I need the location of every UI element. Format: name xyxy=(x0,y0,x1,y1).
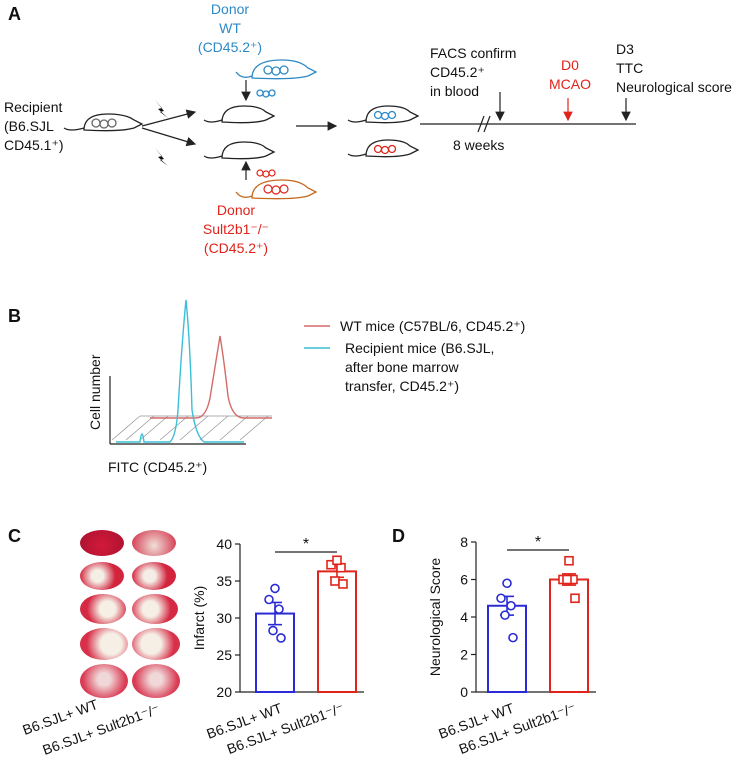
chart-c-point-1-3 xyxy=(338,579,348,589)
facs-line-3: in blood xyxy=(430,83,480,99)
panel-c-label: C xyxy=(8,526,21,546)
chart-c-ytick-label-1: 25 xyxy=(216,647,232,663)
brain-slice-wt-3 xyxy=(80,594,126,624)
facs-line-1: FACS confirm xyxy=(430,45,517,61)
chart-d-point-0-1 xyxy=(506,600,516,611)
lightning-icon-bottom xyxy=(155,148,168,166)
chart-c-point-0-4 xyxy=(270,583,280,594)
panel-a-label: A xyxy=(8,4,21,24)
brain-slice-ko-5 xyxy=(132,664,180,698)
brain-slice-wt-2 xyxy=(80,562,124,590)
recipient-label: Recipient (B6.SJL CD45.1⁺) xyxy=(4,98,64,155)
wt-histogram-curve xyxy=(150,335,272,419)
brain-slice-wt-4 xyxy=(80,628,128,660)
brain-slice-ko-3 xyxy=(132,594,178,624)
brain-slice-ko-2 xyxy=(132,562,176,590)
weeks-label: 8 weeks xyxy=(453,137,505,153)
chart-c-y-label: Infarct (%) xyxy=(191,586,207,651)
d3-line-3: Neurological score xyxy=(616,79,732,95)
chart-d-ytick-label-0: 0 xyxy=(460,684,468,700)
facs-label: FACS confirm CD45.2⁺ in blood xyxy=(430,44,516,101)
irradiated-mouse-top-icon xyxy=(203,105,276,124)
donor-ko-mouse-icon xyxy=(235,179,318,200)
brain-slice-ko-1 xyxy=(132,530,176,556)
chart-d-y-label: Neurological Score xyxy=(427,558,443,676)
donor-wt-label: Donor WT (CD45.2⁺) xyxy=(180,0,280,57)
lightning-icon-top xyxy=(155,100,168,118)
chart-c-ytick-label-2: 30 xyxy=(216,610,232,626)
chart-c-ytick-label-4: 40 xyxy=(216,536,232,552)
recipient-mouse-icon xyxy=(63,113,144,132)
d3-line-2: TTC xyxy=(616,60,644,76)
chart-c-point-0-1 xyxy=(274,604,284,614)
histogram-3d-grid xyxy=(111,415,272,441)
ko-cells-icon xyxy=(256,169,289,195)
d0-line-1: D0 xyxy=(561,57,579,73)
donor-wt-line-1: Donor xyxy=(210,1,250,17)
facs-line-2: CD45.2⁺ xyxy=(430,64,485,80)
ttc-brain-slices xyxy=(80,530,190,710)
chart-d-point-0-3 xyxy=(508,632,518,643)
legend-recipient-line-3: transfer, CD45.2⁺) xyxy=(345,378,459,394)
histogram-x-label: FITC (CD45.2⁺) xyxy=(108,459,208,475)
chart-d-ytick-label-3: 6 xyxy=(460,572,468,588)
chart-d-point-1-4 xyxy=(564,555,574,566)
chart-d-ytick-label-1: 2 xyxy=(460,647,468,663)
legend-wt-label: WT mice (C57BL/6, CD45.2⁺) xyxy=(340,318,526,334)
brain-slice-wt-1 xyxy=(80,530,124,556)
chart-c-ytick-label-3: 35 xyxy=(216,573,232,589)
recipient-line-3: CD45.1⁺) xyxy=(4,137,64,153)
d3-label: D3 TTC Neurological score xyxy=(616,40,732,97)
chimera-mouse-wt-icon xyxy=(347,105,420,124)
legend-recipient-line-1: Recipient mice (B6.SJL, xyxy=(345,340,495,356)
chart-c-sig-star: * xyxy=(303,536,309,553)
d0-line-2: MCAO xyxy=(549,76,591,92)
legend-recipient-label: Recipient mice (B6.SJL, after bone marro… xyxy=(345,339,494,396)
chimera-mouse-ko-icon xyxy=(347,139,420,158)
recipient-line-1: Recipient xyxy=(4,99,63,115)
chart-c-point-0-0 xyxy=(264,594,274,605)
chart-c-point-0-3 xyxy=(276,633,286,643)
chart-c-point-1-4 xyxy=(332,555,342,566)
brain-slice-ko-4 xyxy=(132,628,180,660)
recipient-histogram-curve xyxy=(116,299,244,443)
donor-ko-line-3: (CD45.2⁺) xyxy=(203,240,269,256)
donor-wt-mouse-icon xyxy=(235,59,318,98)
chart-c-ytick-label-0: 20 xyxy=(216,684,232,700)
chart-d-point-1-2 xyxy=(562,574,572,585)
d0-label: D0 MCAO xyxy=(548,56,592,94)
recipient-line-2: (B6.SJL xyxy=(4,118,54,134)
chart-d-point-0-4 xyxy=(502,578,512,589)
chart-d-sig-star: * xyxy=(535,534,541,551)
chart-c-point-0-2 xyxy=(268,625,278,636)
donor-wt-line-3: (CD45.2⁺) xyxy=(197,39,263,55)
irradiated-mouse-bottom-icon xyxy=(203,141,276,160)
panel-d-label: D xyxy=(392,526,405,546)
d3-line-1: D3 xyxy=(616,41,634,57)
donor-ko-line-1: Donor xyxy=(216,202,256,218)
legend-recipient-line-2: after bone marrow xyxy=(345,359,459,375)
brain-slice-wt-5 xyxy=(80,664,128,698)
donor-ko-line-2: Sult2b1⁻/⁻ xyxy=(202,221,270,237)
chart-d-bar-1 xyxy=(549,578,589,693)
donor-wt-line-2: WT xyxy=(219,20,241,36)
chart-d-point-0-2 xyxy=(500,610,510,620)
panel-b-label: B xyxy=(8,306,21,326)
donor-ko-label: Donor Sult2b1⁻/⁻ (CD45.2⁺) xyxy=(196,201,276,258)
chart-d-point-0-0 xyxy=(496,593,506,604)
chart-d-point-1-3 xyxy=(570,593,580,604)
chart-d-ytick-label-4: 8 xyxy=(460,534,468,550)
chart-d-ytick-label-2: 4 xyxy=(460,609,468,625)
